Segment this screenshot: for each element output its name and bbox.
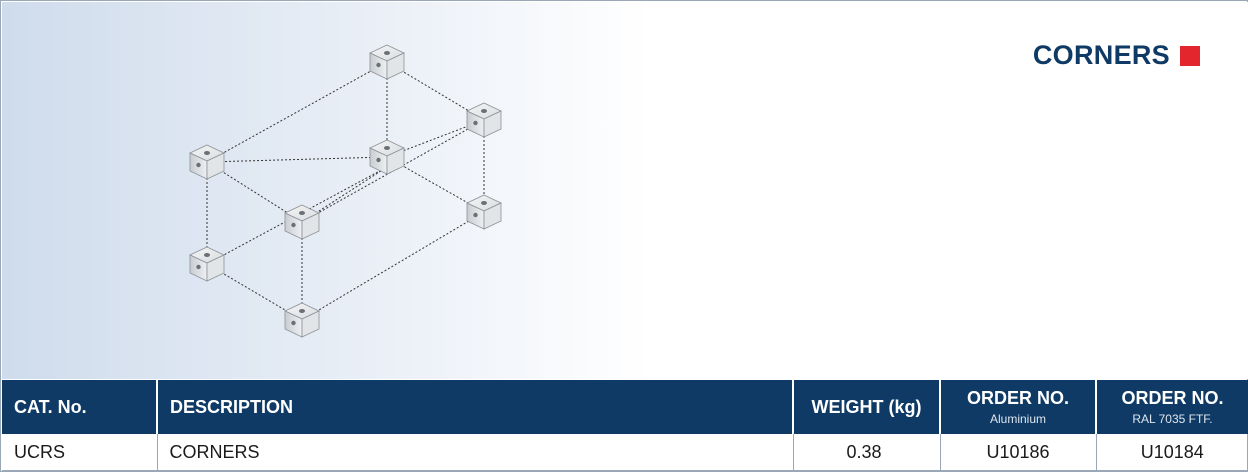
frame-edges bbox=[206, 61, 485, 321]
corner-block-icon bbox=[189, 246, 225, 282]
corner-block-icon bbox=[369, 44, 405, 80]
red-square-icon bbox=[1180, 45, 1200, 66]
corner-block-icon bbox=[284, 302, 320, 338]
cell-order-ral: U10184 bbox=[1096, 434, 1248, 471]
corner-block-icon bbox=[466, 194, 502, 230]
cell-description: CORNERS bbox=[157, 434, 794, 471]
page-title: CORNERS bbox=[1032, 40, 1170, 70]
table-row: UCRS CORNERS 0.38 U10186 U10184 bbox=[2, 434, 1248, 471]
title-block: CORNERS bbox=[1033, 40, 1200, 71]
column-header-order-ral-sub: RAL 7035 FTF. bbox=[1132, 412, 1213, 426]
corner-block-icon bbox=[189, 144, 225, 180]
corner-block-icon bbox=[466, 102, 502, 138]
cell-cat-no: UCRS bbox=[2, 434, 158, 471]
column-header-weight: WEIGHT (kg) bbox=[793, 380, 941, 434]
column-header-order-alu: ORDER NO. Aluminium bbox=[940, 380, 1097, 434]
column-header-cat-no: CAT. No. bbox=[2, 380, 158, 434]
column-header-order-ral-label: ORDER NO. bbox=[1121, 388, 1224, 408]
table-header-row: CAT. No. DESCRIPTION WEIGHT (kg) ORDER N… bbox=[2, 380, 1248, 434]
spec-table: CAT. No. DESCRIPTION WEIGHT (kg) ORDER N… bbox=[2, 380, 1248, 471]
cell-weight: 0.38 bbox=[793, 434, 941, 471]
cube-frame-corners-icon bbox=[189, 44, 502, 338]
column-header-order-ral: ORDER NO. RAL 7035 FTF. bbox=[1096, 380, 1248, 434]
corner-block-icon bbox=[369, 139, 405, 175]
cell-order-alu: U10186 bbox=[940, 434, 1097, 471]
column-header-order-alu-label: ORDER NO. bbox=[966, 388, 1069, 408]
column-header-description: DESCRIPTION bbox=[157, 380, 794, 434]
corner-block-icon bbox=[284, 204, 320, 240]
product-hero: CORNERS bbox=[2, 2, 1248, 379]
column-header-order-alu-sub: Aluminium bbox=[989, 412, 1046, 426]
